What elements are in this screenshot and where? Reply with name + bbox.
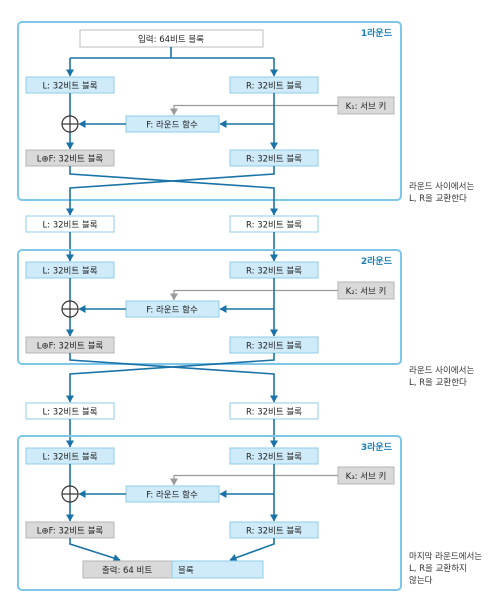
round-3-frame — [17, 435, 402, 591]
round-1-xor-icon — [61, 115, 79, 133]
round-3-label: 3라운드 — [361, 441, 393, 453]
round-3-subkey-label: K₃: 서브 키 — [346, 472, 387, 482]
final-right-to-output — [229, 538, 275, 562]
between-2-left-label: L: 32비트 블록 — [42, 407, 97, 418]
round-2-subkey-line — [170, 289, 338, 301]
swap-2-left-to-right — [69, 353, 278, 403]
round-3-right-in-label: R: 32비트 블록 — [246, 452, 302, 463]
round-2-left-out-label: L⊕F: 32비트 블록 — [37, 341, 104, 352]
swap-2-note-line-1: 라운드 사이에서는 — [409, 365, 474, 376]
round-2-subkey-label: K₂: 서브 키 — [346, 287, 387, 297]
round-3-left-in-label: L: 32비트 블록 — [42, 452, 97, 463]
round-1-left-in-label: L: 32비트 블록 — [42, 81, 97, 92]
swap-2: 라운드 사이에서는 L, R을 교환한다 — [66, 353, 474, 403]
round-3-right-out-label: R: 32비트 블록 — [246, 526, 302, 537]
round-3-left-out-label: L⊕F: 32비트 블록 — [37, 526, 104, 537]
round-3-subkey-line — [170, 474, 338, 486]
round-1-frame — [17, 21, 402, 201]
swap-2-note-line-2: L, R을 교환한다 — [409, 377, 467, 388]
output-block-right — [171, 560, 264, 579]
swap-1-left-to-right — [69, 166, 278, 216]
swap-1-right-to-left — [66, 166, 275, 216]
round-2-function-label: F: 라운드 함수 — [146, 306, 198, 316]
round-3: 3라운드 L: 32비트 블록 R: 32비트 블록 K₃: 서브 키 F: 라… — [17, 435, 402, 591]
between-1-left-label: L: 32비트 블록 — [42, 220, 97, 231]
final-left-to-output — [69, 538, 121, 562]
round-2-right-out-label: R: 32비트 블록 — [246, 341, 302, 352]
swap-2-right-to-left — [66, 353, 275, 403]
final-note-line-3: 않는다 — [409, 576, 433, 586]
round-3-xor-icon — [61, 485, 79, 503]
round-2-right-in-label: R: 32비트 블록 — [246, 266, 302, 277]
round-1-subkey-label: K₁: 서브 키 — [346, 102, 387, 112]
final-note-line-2: L, R을 교환하지 — [409, 563, 467, 574]
swap-1-note-line-2: L, R을 교환한다 — [409, 193, 467, 204]
round-2-label: 2라운드 — [361, 255, 393, 267]
between-1-right-label: R: 32비트 블록 — [246, 220, 302, 231]
round-1-right-out-label: R: 32비트 블록 — [246, 154, 302, 165]
swap-1-note-line-1: 라운드 사이에서는 — [409, 181, 474, 192]
round-2-xor-icon — [61, 300, 79, 318]
round-2: 2라운드 L: 32비트 블록 R: 32비트 블록 K₂: 서브 키 F: 라… — [17, 249, 402, 365]
round-1-subkey-line — [170, 104, 338, 116]
round-1-label: 1라운드 — [361, 27, 393, 39]
final-note-line-1: 마지막 라운드에서는 — [409, 551, 482, 562]
output-block-right-label: 블록 — [178, 565, 194, 576]
final-note: 마지막 라운드에서는 L, R을 교환하지 않는다 — [409, 551, 482, 586]
input-block-label: 입력: 64비트 블록 — [138, 34, 204, 45]
round-1: 1라운드 입력: 64비트 블록 L: 32비트 블록 R: 32비트 블록 K… — [17, 21, 402, 201]
between-2-right-label: R: 32비트 블록 — [246, 407, 302, 418]
round-2-left-in-label: L: 32비트 블록 — [42, 266, 97, 277]
round-1-function-label: F: 라운드 함수 — [146, 121, 198, 131]
round-1-left-out-label: L⊕F: 32비트 블록 — [37, 154, 104, 165]
swap-1: 라운드 사이에서는 L, R을 교환한다 — [66, 166, 474, 216]
output-block-left-label: 출력: 64 비트 — [102, 565, 153, 576]
round-1-right-in-label: R: 32비트 블록 — [246, 81, 302, 92]
round-3-function-label: F: 라운드 함수 — [146, 491, 198, 501]
